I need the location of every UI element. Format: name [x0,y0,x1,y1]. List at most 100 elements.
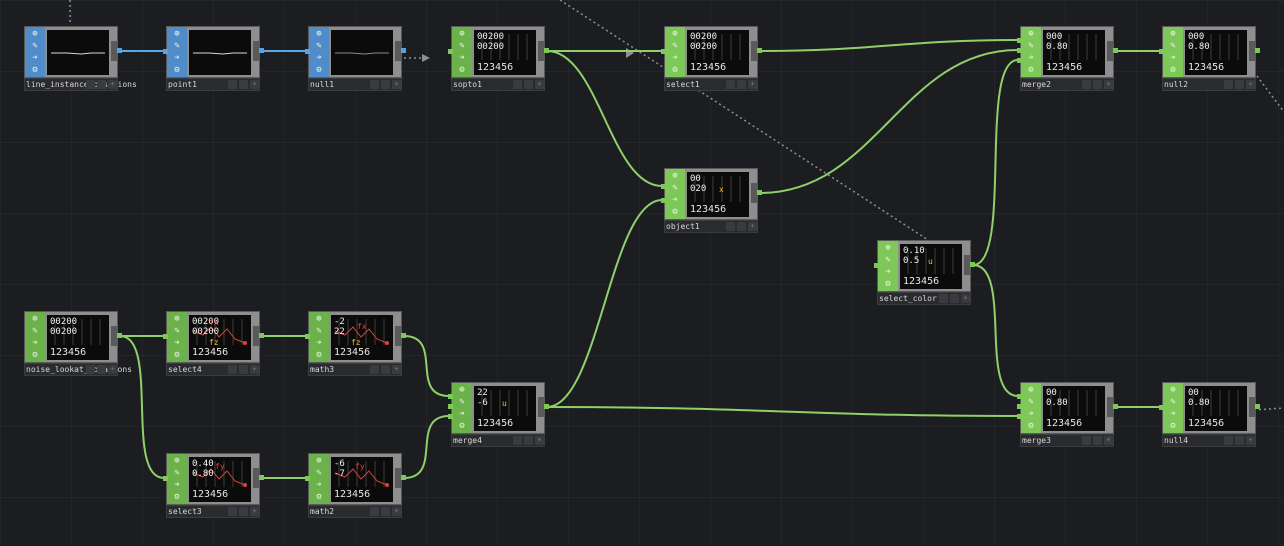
wire-icon[interactable]: ➔ [1028,53,1034,63]
viewer-toggle-icon[interactable]: ⊕ [1028,29,1034,39]
output-connector[interactable] [1255,48,1260,53]
lock-flag-icon[interactable] [1093,436,1102,445]
viewer-toggle-icon[interactable]: ⊕ [1170,385,1176,395]
settings-icon[interactable]: ⚙ [672,207,678,217]
node-flag-strip[interactable]: ⊕✎➔⚙ [309,454,329,504]
settings-icon[interactable]: ⚙ [1028,65,1034,75]
input-connector[interactable] [1159,49,1164,54]
viewer-toggle-icon[interactable]: ⊕ [174,314,180,324]
node-flag-strip[interactable]: ⊕✎➔⚙ [1021,383,1041,433]
add-icon[interactable]: + [748,80,757,89]
node-flag-strip[interactable]: ⊕✎➔⚙ [665,169,685,219]
node-body[interactable]: ⊕✎➔⚙ [166,26,260,78]
viewer-toggle-icon[interactable]: ⊕ [316,29,322,39]
node-viewer[interactable] [47,30,109,75]
node-flag-strip[interactable]: ⊕✎➔⚙ [1163,383,1183,433]
viewer-toggle-icon[interactable]: ⊕ [1028,385,1034,395]
node-flag-strip[interactable]: ⊕✎➔⚙ [25,27,45,77]
wire-icon[interactable]: ➔ [32,338,38,348]
add-icon[interactable]: + [535,80,544,89]
viewer-toggle-icon[interactable]: ⊕ [459,385,465,395]
bypass-flag-icon[interactable] [1224,80,1233,89]
settings-icon[interactable]: ⚙ [1170,421,1176,431]
settings-icon[interactable]: ⚙ [174,350,180,360]
node-viewer-handle[interactable] [111,326,117,346]
node-name-bar[interactable]: null2+ [1162,78,1256,91]
edit-icon[interactable]: ✎ [459,397,465,407]
output-connector[interactable] [544,48,549,53]
wire-icon[interactable]: ➔ [316,480,322,490]
add-icon[interactable]: + [1246,436,1255,445]
output-connector[interactable] [1113,48,1118,53]
bypass-flag-icon[interactable] [1082,80,1091,89]
edit-icon[interactable]: ✎ [1028,397,1034,407]
node-name-bar[interactable]: point1+ [166,78,260,91]
wire-icon[interactable]: ➔ [1028,409,1034,419]
node-flag-strip[interactable]: ⊕✎➔⚙ [665,27,685,77]
node-name[interactable]: merge2 [1022,80,1051,89]
bypass-flag-icon[interactable] [513,80,522,89]
node-name[interactable]: math2 [310,507,335,516]
settings-icon[interactable]: ⚙ [316,65,322,75]
node-flag-strip[interactable]: ⊕✎➔⚙ [167,454,187,504]
node-viewer-handle[interactable] [538,397,544,417]
node-viewer-handle[interactable] [253,41,259,61]
node-name[interactable]: null1 [310,80,335,89]
wire-icon[interactable]: ➔ [672,53,678,63]
edit-icon[interactable]: ✎ [32,326,38,336]
input-connector[interactable] [305,49,310,54]
bypass-flag-icon[interactable] [86,80,95,89]
wire-icon[interactable]: ➔ [174,480,180,490]
lock-flag-icon[interactable] [737,80,746,89]
node-name-bar[interactable]: object1+ [664,220,758,233]
settings-icon[interactable]: ⚙ [32,65,38,75]
input-connector[interactable] [1017,394,1022,399]
viewer-toggle-icon[interactable]: ⊕ [32,314,38,324]
node-flag-strip[interactable]: ⊕✎➔⚙ [167,312,187,362]
settings-icon[interactable]: ⚙ [316,350,322,360]
output-connector[interactable] [1113,404,1118,409]
viewer-toggle-icon[interactable]: ⊕ [1170,29,1176,39]
input-connector[interactable] [448,404,453,409]
input-connector[interactable] [448,414,453,419]
lock-flag-icon[interactable] [737,222,746,231]
lock-flag-icon[interactable] [1235,436,1244,445]
input-connector[interactable] [874,263,879,268]
input-connector[interactable] [661,184,666,189]
node-name-bar[interactable]: merge4+ [451,434,545,447]
node-viewer[interactable] [331,30,393,75]
wire-merge4-to-merge3[interactable] [546,406,1019,417]
node-viewer-handle[interactable] [1249,397,1255,417]
output-connector[interactable] [259,48,264,53]
node-viewer-handle[interactable] [751,183,757,203]
node-flag-strip[interactable]: ⊕✎➔⚙ [167,27,187,77]
edit-icon[interactable]: ✎ [174,468,180,478]
edit-icon[interactable]: ✎ [316,326,322,336]
input-connector[interactable] [1017,38,1022,43]
bypass-flag-icon[interactable] [1082,436,1091,445]
wire-icon[interactable]: ➔ [672,195,678,205]
bypass-flag-icon[interactable] [228,80,237,89]
add-icon[interactable]: + [961,294,970,303]
viewer-toggle-icon[interactable]: ⊕ [316,314,322,324]
node-name-bar[interactable]: line_instance_positions+ [24,78,137,91]
bypass-flag-icon[interactable] [1224,436,1233,445]
settings-icon[interactable]: ⚙ [459,65,465,75]
input-connector[interactable] [1017,414,1022,419]
node-flag-strip[interactable]: ⊕✎➔⚙ [1163,27,1183,77]
